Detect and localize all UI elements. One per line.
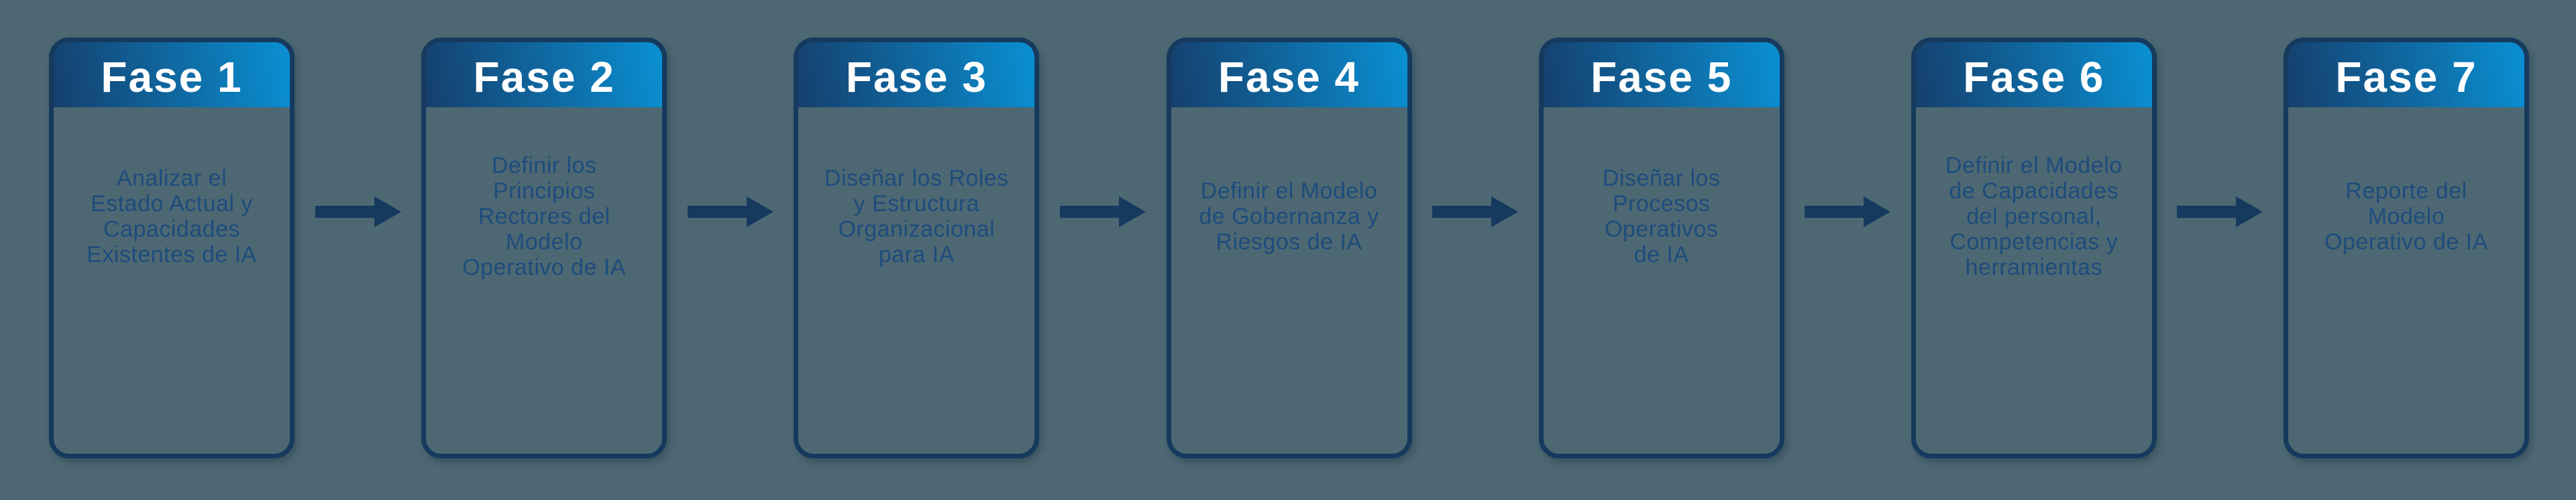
flow-connector-2 bbox=[667, 196, 794, 227]
phase-title: Fase 1 bbox=[101, 52, 243, 101]
phase-card-body: Definir el Modelo de Capacidades del per… bbox=[1916, 107, 2152, 454]
flow-connector-4 bbox=[1412, 196, 1539, 227]
phase-card-5: Fase 5 Diseñar los Procesos Operativos d… bbox=[1538, 38, 1784, 458]
phase-card-body: Definir los Principios Rectores del Mode… bbox=[426, 107, 662, 454]
phase-card-body: Diseñar los Procesos Operativos de IA bbox=[1544, 107, 1780, 454]
phase-description: Analizar el Estado Actual y Capacidades … bbox=[87, 166, 257, 267]
phase-card-3: Fase 3 Diseñar los Roles y Estructura Or… bbox=[794, 38, 1040, 458]
phase-description: Definir los Principios Rectores del Mode… bbox=[462, 153, 627, 280]
phase-card-header: Fase 7 bbox=[2288, 42, 2525, 107]
phase-title: Fase 7 bbox=[2335, 52, 2477, 101]
phase-card-4: Fase 4 Definir el Modelo de Gobernanza y… bbox=[1166, 38, 1412, 458]
arrow-right-icon bbox=[687, 196, 773, 227]
phase-title: Fase 6 bbox=[1963, 52, 2105, 101]
phase-title: Fase 5 bbox=[1591, 52, 1733, 101]
flow-connector-1 bbox=[294, 196, 421, 227]
phase-description: Definir el Modelo de Capacidades del per… bbox=[1945, 153, 2123, 280]
flow-connector-5 bbox=[1784, 196, 1911, 227]
phase-description: Reporte del Modelo Operativo de IA bbox=[2324, 178, 2488, 255]
arrow-right-icon bbox=[1059, 196, 1146, 227]
phase-card-header: Fase 1 bbox=[54, 42, 290, 107]
arrow-right-icon bbox=[1805, 196, 1891, 227]
phase-card-body: Analizar el Estado Actual y Capacidades … bbox=[54, 107, 290, 454]
phase-card-header: Fase 6 bbox=[1915, 42, 2152, 107]
arrow-right-icon bbox=[315, 196, 401, 227]
phase-description: Diseñar los Roles y Estructura Organizac… bbox=[824, 166, 1009, 267]
arrow-right-icon bbox=[1432, 196, 1519, 227]
phase-title: Fase 4 bbox=[1218, 52, 1360, 101]
phase-card-1: Fase 1 Analizar el Estado Actual y Capac… bbox=[49, 38, 294, 458]
phase-description: Diseñar los Procesos Operativos de IA bbox=[1602, 166, 1721, 267]
phase-title: Fase 2 bbox=[473, 52, 615, 101]
phase-card-body: Reporte del Modelo Operativo de IA bbox=[2288, 107, 2524, 454]
phase-title: Fase 3 bbox=[845, 52, 987, 101]
phase-card-header: Fase 2 bbox=[426, 42, 663, 107]
phase-card-header: Fase 5 bbox=[1543, 42, 1780, 107]
phase-card-header: Fase 4 bbox=[1171, 42, 1407, 107]
phase-card-2: Fase 2 Definir los Principios Rectores d… bbox=[421, 38, 667, 458]
arrow-right-icon bbox=[2177, 196, 2263, 227]
phase-card-7: Fase 7 Reporte del Modelo Operativo de I… bbox=[2284, 38, 2530, 458]
phase-card-6: Fase 6 Definir el Modelo de Capacidades … bbox=[1911, 38, 2157, 458]
phase-description: Definir el Modelo de Gobernanza y Riesgo… bbox=[1199, 178, 1379, 255]
flow-connector-6 bbox=[2157, 196, 2284, 227]
phase-card-body: Definir el Modelo de Gobernanza y Riesgo… bbox=[1171, 107, 1407, 454]
flow-connector-3 bbox=[1039, 196, 1166, 227]
phase-card-body: Diseñar los Roles y Estructura Organizac… bbox=[798, 107, 1034, 454]
phase-card-header: Fase 3 bbox=[798, 42, 1035, 107]
